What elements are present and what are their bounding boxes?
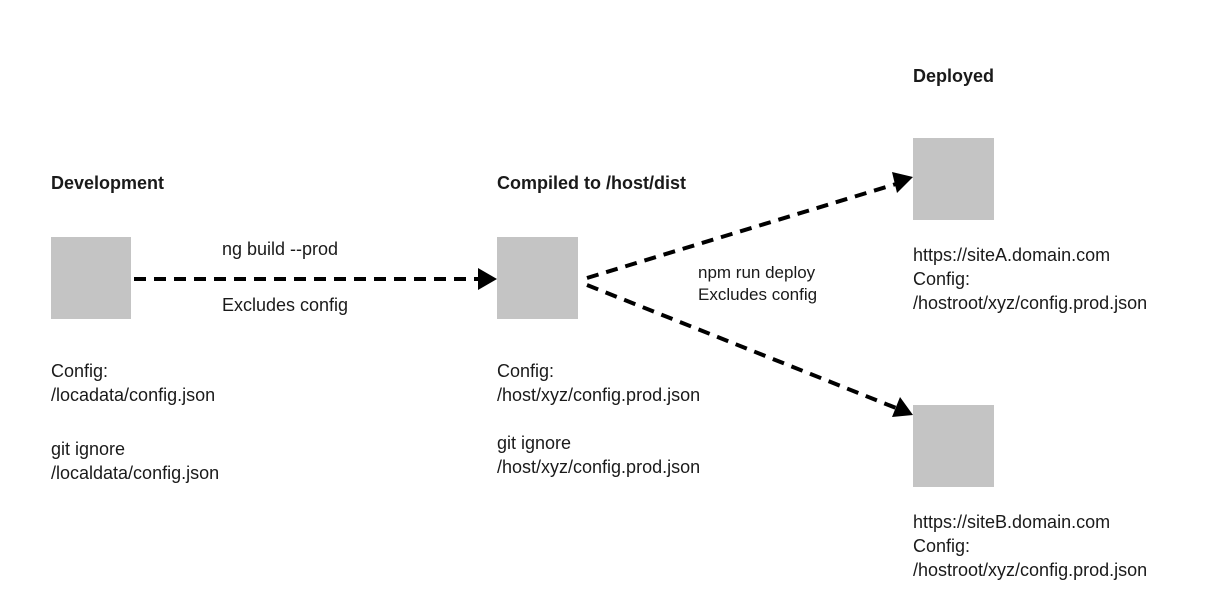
compiled-ignore: git ignore /host/xyz/config.prod.json (497, 431, 700, 479)
development-config: Config: /locadata/config.json (51, 359, 215, 407)
compiled-config-label: Config: (497, 361, 555, 381)
compiled-heading: Compiled to /host/dist (497, 173, 686, 193)
build-command-label: ng build --prod (222, 239, 339, 259)
site-a-config-label: Config: (913, 269, 971, 289)
development-ignore-path: /localdata/config.json (51, 463, 220, 483)
compiled-config: Config: /host/xyz/config.prod.json (497, 359, 700, 407)
deployed-heading: Deployed (913, 66, 995, 86)
development-node (51, 237, 131, 319)
deploy-arrow-site-b (586, 283, 913, 417)
deploy-label: npm run deploy Excludes config (698, 262, 817, 306)
compiled-config-path: /host/xyz/config.prod.json (497, 385, 701, 405)
site-b-config-path: /hostroot/xyz/config.prod.json (913, 560, 1148, 580)
deploy-note-label: Excludes config (698, 285, 818, 304)
development-config-label: Config: (51, 361, 109, 381)
build-arrow (134, 268, 497, 290)
deploy-command-label: npm run deploy (698, 263, 816, 282)
site-b-info: https://siteB.domain.com Config: /hostro… (913, 510, 1147, 582)
site-b-node (913, 405, 994, 487)
development-heading: Development (51, 173, 165, 193)
compiled-ignore-label: git ignore (497, 433, 572, 453)
deploy-arrow-site-a (586, 172, 913, 280)
development-ignore-label: git ignore (51, 439, 126, 459)
development-ignore: git ignore /localdata/config.json (51, 437, 219, 485)
development-config-path: /locadata/config.json (51, 385, 216, 405)
site-b-url: https://siteB.domain.com (913, 512, 1111, 532)
compiled-ignore-path: /host/xyz/config.prod.json (497, 457, 701, 477)
site-b-config-label: Config: (913, 536, 971, 556)
site-a-config-path: /hostroot/xyz/config.prod.json (913, 293, 1148, 313)
site-a-node (913, 138, 994, 220)
site-a-url: https://siteA.domain.com (913, 245, 1111, 265)
site-a-info: https://siteA.domain.com Config: /hostro… (913, 243, 1147, 315)
compiled-node (497, 237, 578, 319)
build-note-label: Excludes config (222, 295, 349, 315)
